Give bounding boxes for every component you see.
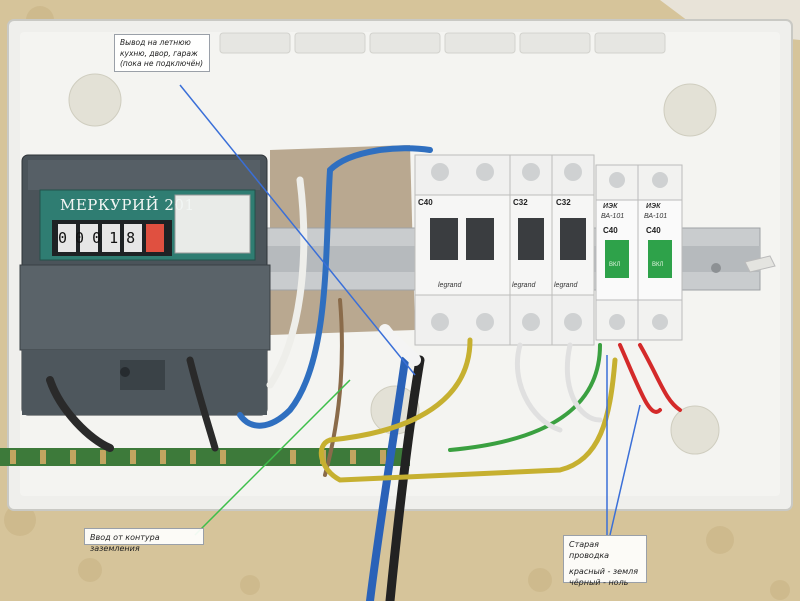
annotation-top-line-3: (пока не подключён) <box>120 59 204 68</box>
digit-2: 0 <box>75 229 93 247</box>
breaker-2-rating: C32 <box>513 198 528 207</box>
breaker-4-rating: C40 <box>603 226 618 235</box>
breaker-5-model: ВА-101 <box>644 213 668 220</box>
electricity-meter <box>19 154 271 416</box>
annotation-old-wiring-title: Старая проводка <box>569 540 610 560</box>
breaker-1-brand: legrand <box>438 282 462 289</box>
annotation-lines <box>179 84 641 536</box>
meter-digits: 00018 <box>58 229 178 247</box>
wires <box>46 145 682 601</box>
breaker-4-state: ВКЛ <box>609 262 621 268</box>
annotation-old-wiring: Старая проводка красный - земля чёрный -… <box>563 535 647 587</box>
breaker-1-rating: C40 <box>418 198 433 207</box>
bus-bar <box>0 448 410 466</box>
breaker-3-brand: legrand <box>554 282 578 289</box>
digit-5: 8 <box>126 229 144 247</box>
annotation-line-top <box>179 84 416 376</box>
breaker-legrand-c32-b[interactable] <box>551 154 595 346</box>
breaker-5-rating: C40 <box>646 226 661 235</box>
counter-digits <box>58 224 164 252</box>
annotation-top-line-1: Вывод на летнюю <box>120 38 191 47</box>
din-rail-screw <box>711 263 721 273</box>
breaker-2-brand: legrand <box>512 282 536 289</box>
digit-4: 1 <box>109 229 127 247</box>
meter-brand-text: МЕРКУРИЙ <box>60 196 160 214</box>
annotation-top-line-2: кухню, двор, гараж <box>120 48 198 58</box>
annotation-ground-text: Ввод от контура заземления <box>90 533 160 553</box>
digit-1: 0 <box>58 229 76 247</box>
knockouts <box>219 32 666 54</box>
meter-brand: МЕРКУРИЙ 201 <box>60 196 195 214</box>
breaker-4-model: ВА-101 <box>601 213 625 220</box>
rail-clip <box>744 255 776 273</box>
annotation-old-wiring-line-2: чёрный - ноль <box>569 578 629 587</box>
breaker-3-rating: C32 <box>556 198 571 207</box>
meter-model-text: 201 <box>164 196 195 214</box>
breaker-iek-b[interactable] <box>637 164 683 341</box>
breaker-legrand-c32-a[interactable] <box>509 154 553 346</box>
annotation-ground: Ввод от контура заземления <box>84 528 204 553</box>
breaker-legrand-c40[interactable] <box>414 154 511 346</box>
breaker-iek-a[interactable] <box>595 164 639 341</box>
breaker-4-brand: ИЭК <box>603 203 618 210</box>
annotation-line-ground <box>194 379 351 536</box>
digit-3: 0 <box>92 229 110 247</box>
annotation-old-wiring-line-1: красный - земля <box>569 567 639 576</box>
annotation-top: Вывод на летнюю кухню, двор, гараж (пока… <box>114 34 210 72</box>
breaker-5-brand: ИЭК <box>646 203 661 210</box>
bus-bar-screws <box>10 450 386 464</box>
breaker-5-state: ВКЛ <box>652 262 664 268</box>
annotation-line-old-b <box>609 404 641 536</box>
